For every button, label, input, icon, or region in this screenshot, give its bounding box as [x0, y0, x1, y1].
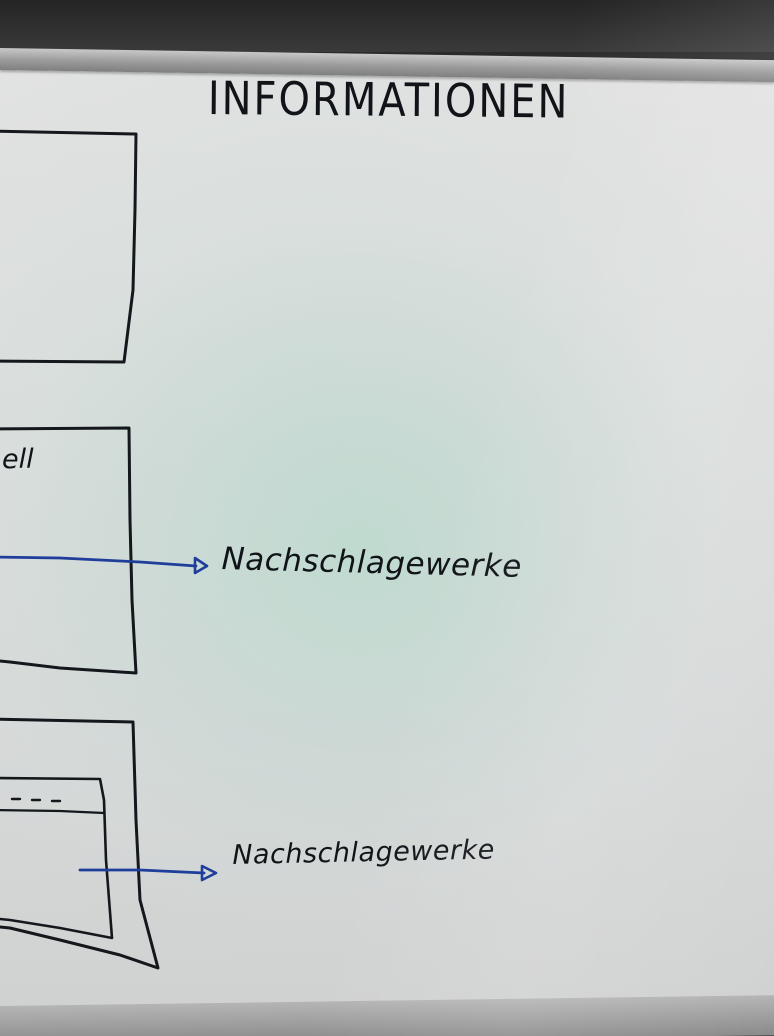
- board-heading: INFORMATIONEN: [207, 72, 570, 130]
- sketch-device-outer: [0, 717, 160, 970]
- arrow-head-1: [193, 556, 209, 575]
- sketch-device-inner: [0, 776, 114, 940]
- annotation-label-2: Nachschlagewerke: [231, 834, 496, 871]
- sketch-dashes: [10, 797, 62, 803]
- arrow-line-1: [0, 555, 198, 568]
- arrow-line-2: [78, 868, 206, 875]
- arrow-head-2: [200, 864, 218, 882]
- annotation-label-1: Nachschlagewerke: [221, 541, 523, 585]
- sketch-box-top: [0, 129, 138, 364]
- wall-background: [0, 0, 774, 52]
- sketch-device-toolbar: [0, 809, 106, 815]
- partial-label: ell: [2, 444, 34, 475]
- sketch-box-middle: [0, 426, 138, 675]
